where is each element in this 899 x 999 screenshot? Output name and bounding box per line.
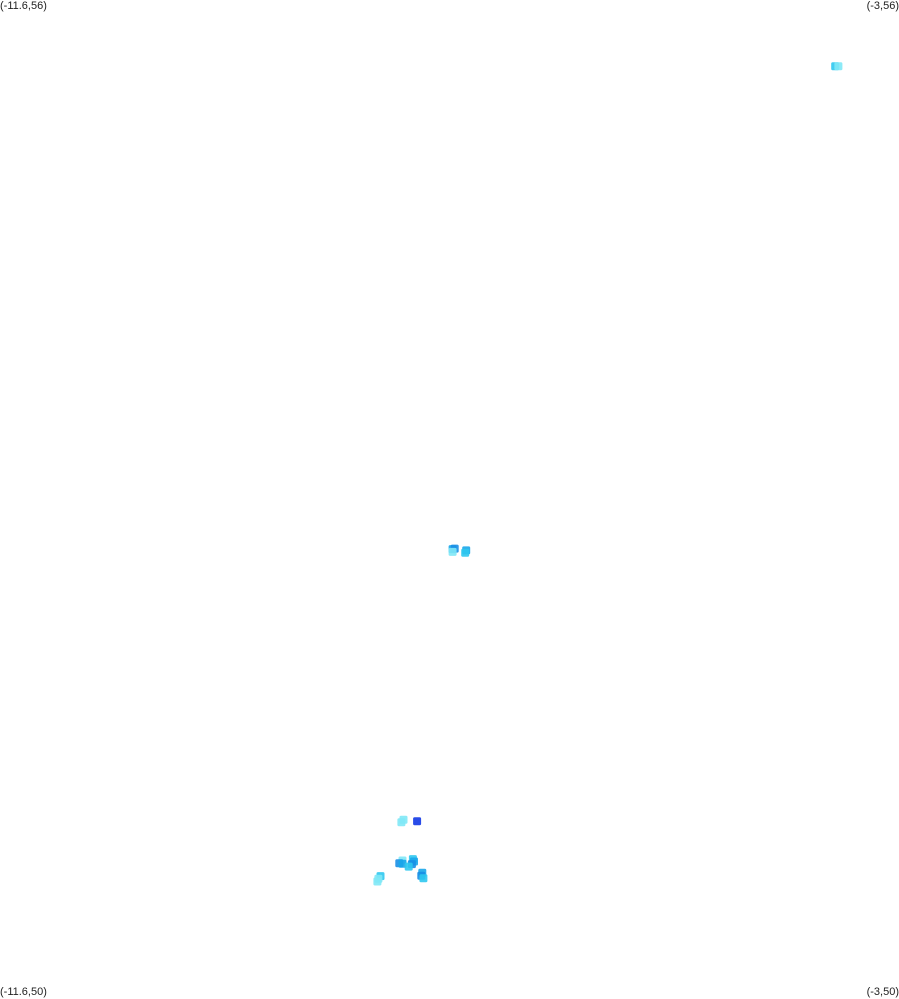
corner-label-bottom-right: (-3,50) — [866, 986, 899, 998]
map-point — [419, 874, 428, 883]
corner-label-bottom-left: (-11.6,50) — [0, 986, 47, 998]
map-point — [404, 862, 413, 871]
corner-label-top-right: (-3,56) — [866, 0, 899, 12]
map-point — [399, 815, 408, 824]
map-point — [448, 547, 457, 556]
map-point — [373, 877, 382, 886]
corner-label-top-left: (-11.6,56) — [0, 0, 47, 12]
points-layer — [373, 62, 843, 886]
map-point — [398, 859, 407, 868]
map-point — [834, 62, 843, 71]
map-point — [413, 817, 422, 826]
map-point — [461, 548, 470, 557]
